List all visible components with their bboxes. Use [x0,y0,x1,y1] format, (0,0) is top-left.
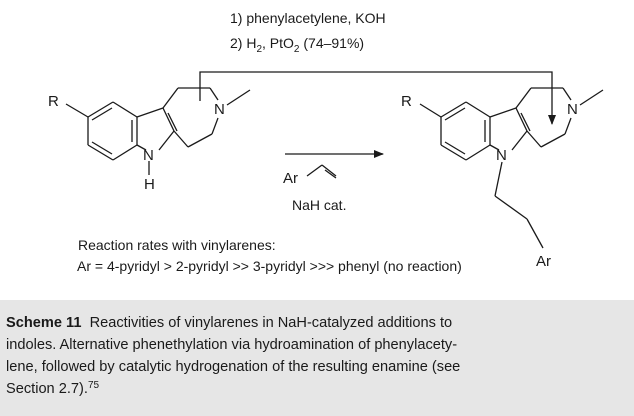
reagent-ar-label: Ar [283,170,298,187]
right-indole-nitrogen: N [496,147,507,164]
left-indole-nitrogen: N [143,147,154,164]
caption-line-1: Scheme 11 Reactivities of vinylarenes in… [6,312,624,334]
caption-reference: 75 [87,380,100,391]
upper-route-arrow [199,71,556,125]
caption-text-4: Section 2.7). [6,381,88,397]
right-ar-group: Ar [536,253,551,270]
right-r-group: R [401,93,412,110]
reagent-catalyst-label: NaH cat. [292,197,346,213]
figure-caption: Scheme 11 Reactivities of vinylarenes in… [0,300,634,416]
caption-line-2: indoles. Alternative phenethylation via … [6,337,458,353]
conditions-step2: 2) H2, PtO2 (74–91%) [230,35,364,55]
conditions-step1: 1) phenylacetylene, KOH [230,10,386,26]
rates-title: Reaction rates with vinylarenes: [78,237,276,253]
caption-line-3: lene, followed by catalytic hydrogenatio… [6,359,461,375]
caption-label: Scheme 11 [6,315,82,331]
starting-material-structure [65,87,251,175]
caption-line-4: Section 2.7).75 [6,378,624,400]
vinylarene-structure [306,164,337,179]
product-structure [419,87,604,249]
left-nh-hydrogen: H [144,176,155,193]
rates-order: Ar = 4-pyridyl > 2-pyridyl >> 3-pyridyl … [77,258,462,274]
reaction-scheme: 1) phenylacetylene, KOH 2) H2, PtO2 (74–… [48,10,604,274]
left-r-group: R [48,93,59,110]
right-ring-nitrogen: N [567,101,578,118]
caption-text-1: Reactivities of vinylarenes in NaH-catal… [89,315,453,331]
left-ring-nitrogen: N [214,101,225,118]
